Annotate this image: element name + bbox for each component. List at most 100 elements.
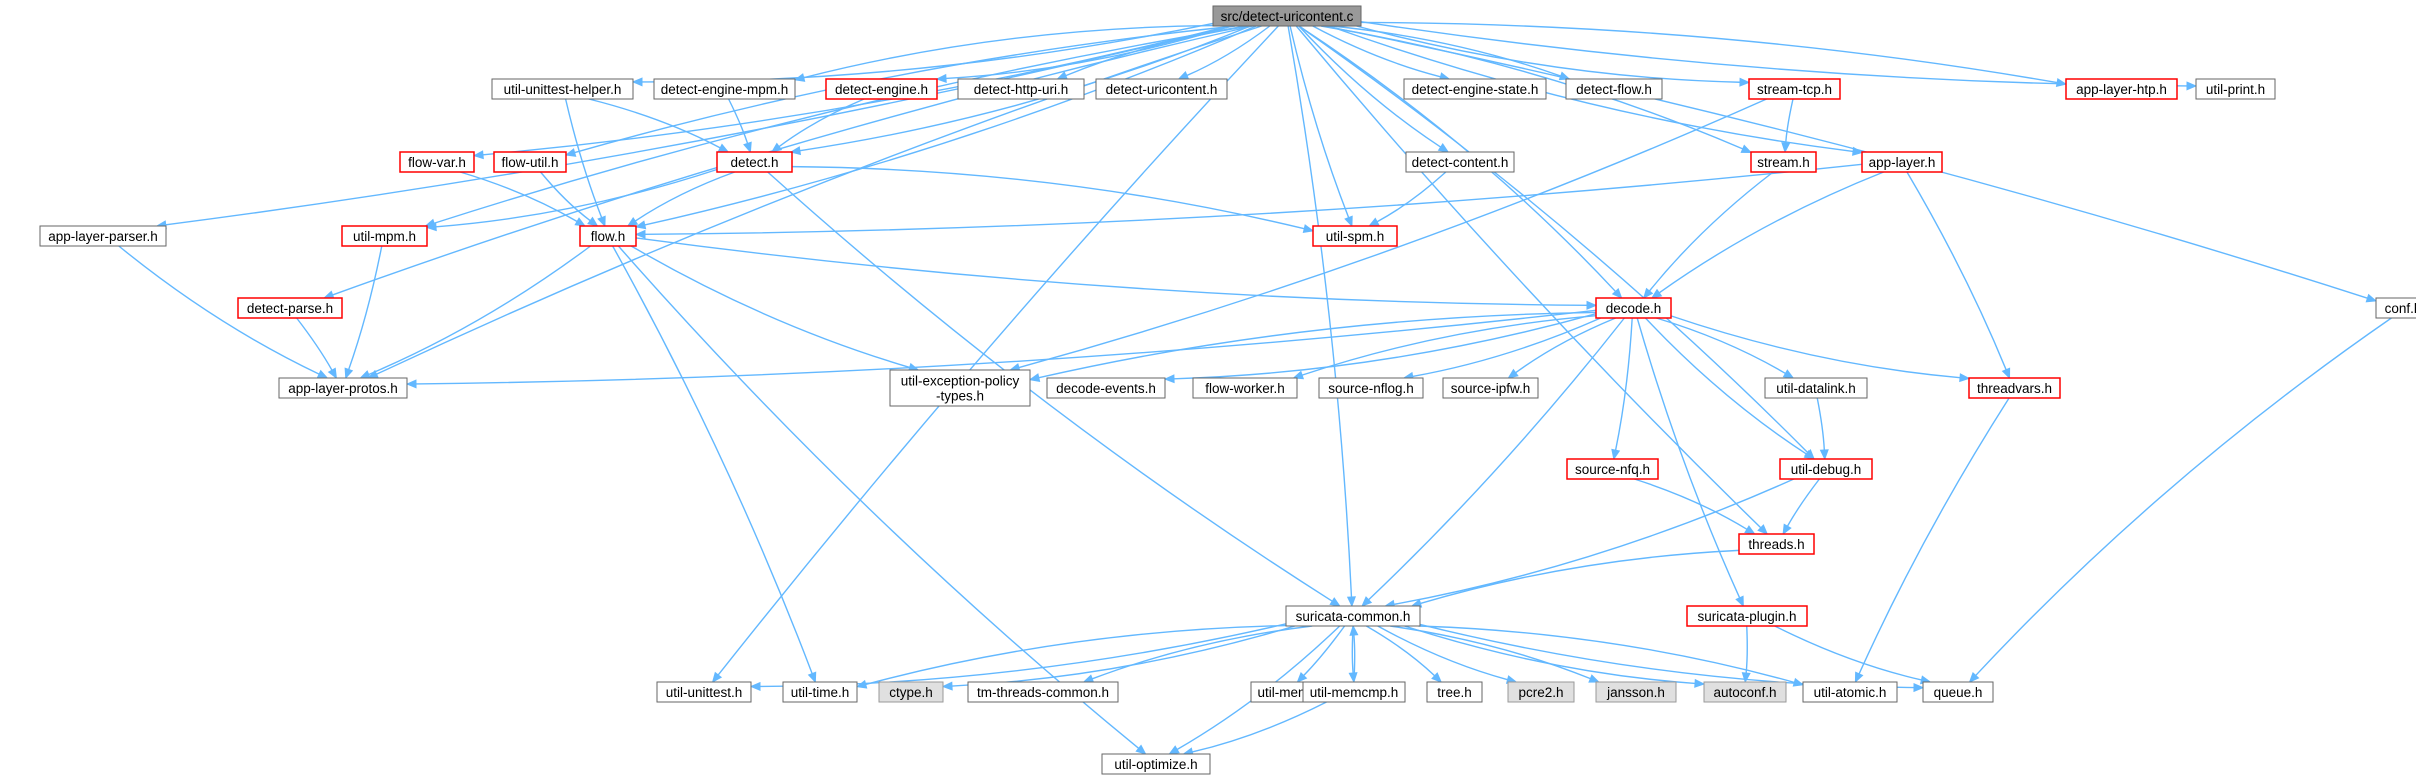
node-util-atomic[interactable]: util-atomic.h [1802, 681, 1898, 703]
edge-root-to-detect_content [1298, 25, 1442, 148]
arrowhead-util_atomic [1854, 671, 1864, 684]
node-label: threadvars.h [1977, 381, 2052, 396]
node-label: util-memcmp.h [1310, 685, 1399, 700]
node-tm-threads-common[interactable]: tm-threads-common.h [967, 681, 1119, 703]
node-box [782, 681, 858, 703]
node-decode-events[interactable]: decode-events.h [1046, 377, 1166, 399]
edge-root-to-app_layer_protos [376, 25, 1262, 375]
arrowhead-flow_var [472, 150, 484, 160]
node-box [1312, 225, 1398, 247]
edge-suricata_common-to-queue [1419, 623, 1915, 689]
arrowhead-util_exception [1028, 373, 1041, 383]
node-suricata-common[interactable]: suricata-common.h [1285, 605, 1421, 627]
node-box [2195, 78, 2276, 100]
node-flow[interactable]: flow.h [579, 225, 637, 247]
node-decode[interactable]: decode.h [1595, 297, 1672, 319]
node-box [237, 297, 343, 319]
node-flow-worker[interactable]: flow-worker.h [1192, 377, 1298, 399]
node-detect-engine-mpm[interactable]: detect-engine-mpm.h [653, 78, 796, 100]
node-label: autoconf.h [1713, 685, 1776, 700]
node-tree[interactable]: tree.h [1426, 681, 1483, 703]
node-label: app-layer-parser.h [48, 229, 158, 244]
edge-stream_tcp-to-util_exception [1018, 98, 1767, 369]
node-detect[interactable]: detect.h [716, 151, 793, 173]
arrowhead-decode_events [1163, 374, 1175, 384]
arrowhead-flow_util [564, 148, 577, 157]
edge-decode-to-app_layer_protos [415, 309, 1597, 385]
arrowhead-util_unittest [749, 681, 761, 691]
node-box [1922, 681, 1994, 703]
edge-util_unittest_helper-to-detect [588, 98, 721, 149]
node-source-nfq[interactable]: source-nfq.h [1566, 458, 1659, 480]
edge-root-to-detect_parse [332, 25, 1254, 296]
node-queue[interactable]: queue.h [1922, 681, 1994, 703]
node-util-unittest-helper[interactable]: util-unittest-helper.h [491, 78, 634, 100]
arrowhead-decode [1611, 287, 1623, 299]
arrowhead-util_atomic [1792, 677, 1805, 687]
arrowhead-util_optimize [1135, 744, 1147, 755]
node-threads[interactable]: threads.h [1738, 533, 1815, 555]
node-app-layer-protos[interactable]: app-layer-protos.h [278, 377, 408, 399]
node-label: -types.h [936, 389, 984, 404]
node-label: util-debug.h [1791, 462, 1862, 477]
node-util-time[interactable]: util-time.h [782, 681, 858, 703]
node-source-ipfw[interactable]: source-ipfw.h [1442, 377, 1539, 399]
dependency-nodes: src/detect-uricontent.c util-unittest-hel… [39, 5, 2416, 775]
node-detect-http-uri[interactable]: detect-http-uri.h [957, 78, 1085, 100]
node-util-spm[interactable]: util-spm.h [1312, 225, 1398, 247]
edge-root-to-app_layer_parser [165, 25, 1234, 226]
node-box [1426, 681, 1483, 703]
node-util-unittest[interactable]: util-unittest.h [656, 681, 752, 703]
node-label: util-exception-policy [901, 374, 1020, 389]
arrowhead-util_spm [1344, 215, 1353, 228]
node-box [39, 225, 167, 247]
node-flow-util[interactable]: flow-util.h [493, 151, 567, 173]
node-util-mpm[interactable]: util-mpm.h [341, 225, 428, 247]
node-app-layer[interactable]: app-layer.h [1861, 151, 1943, 173]
node-util-debug[interactable]: util-debug.h [1779, 458, 1873, 480]
node-conf[interactable]: conf.h [2375, 297, 2416, 319]
node-detect-uricontent-h[interactable]: detect-uricontent.h [1095, 78, 1228, 100]
node-detect-engine[interactable]: detect-engine.h [825, 78, 938, 100]
node-stream[interactable]: stream.h [1750, 151, 1817, 173]
node-stream-tcp[interactable]: stream-tcp.h [1748, 78, 1841, 100]
node-source-nflog[interactable]: source-nflog.h [1318, 377, 1424, 399]
node-box [1686, 605, 1808, 627]
node-label: tm-threads-common.h [977, 685, 1109, 700]
node-util-optimize[interactable]: util-optimize.h [1101, 753, 1211, 775]
node-app-layer-htp[interactable]: app-layer-htp.h [2065, 78, 2178, 100]
node-util-memcmp[interactable]: util-memcmp.h [1302, 681, 1406, 703]
node-util-print[interactable]: util-print.h [2195, 78, 2276, 100]
node-detect-flow[interactable]: detect-flow.h [1565, 78, 1663, 100]
arrowhead-source_ipfw [1507, 368, 1519, 379]
node-util-datalink[interactable]: util-datalink.h [1764, 377, 1868, 399]
dependency-edges [118, 21, 2392, 757]
edge-decode-to-source_ipfw [1515, 317, 1616, 374]
edge-stream_tcp-to-stream [1785, 98, 1794, 144]
node-detect-parse[interactable]: detect-parse.h [237, 297, 343, 319]
node-suricata-plugin[interactable]: suricata-plugin.h [1686, 605, 1808, 627]
arrowhead-stream [1781, 142, 1791, 154]
node-label: suricata-plugin.h [1697, 609, 1796, 624]
edge-decode-to-util_debug [1644, 317, 1807, 455]
node-app-layer-parser[interactable]: app-layer-parser.h [39, 225, 167, 247]
node-detect-engine-state[interactable]: detect-engine-state.h [1403, 78, 1547, 100]
node-root[interactable]: src/detect-uricontent.c [1212, 5, 1362, 27]
arrowhead-decode [1586, 300, 1598, 310]
node-box [1968, 377, 2061, 399]
node-label: detect-http-uri.h [974, 82, 1069, 97]
edge-detect-to-suricata_common [767, 171, 1333, 602]
arrowhead-flow [626, 216, 639, 227]
arrowhead-flow [587, 216, 599, 227]
node-util-exception[interactable]: util-exception-policy-types.h [889, 369, 1031, 407]
arrowhead-stream_tcp [1739, 77, 1751, 87]
edge-decode-to-util_exception [1038, 311, 1597, 379]
node-label: threads.h [1748, 537, 1804, 552]
edge-root-to-util_spm [1289, 25, 1350, 218]
node-flow-var[interactable]: flow-var.h [399, 151, 475, 173]
node-threadvars[interactable]: threadvars.h [1968, 377, 2061, 399]
node-label: detect-content.h [1412, 155, 1509, 170]
node-label: detect-engine-mpm.h [661, 82, 789, 97]
edge-suricata_common-to-tree [1366, 625, 1436, 677]
node-detect-content[interactable]: detect-content.h [1405, 151, 1515, 173]
